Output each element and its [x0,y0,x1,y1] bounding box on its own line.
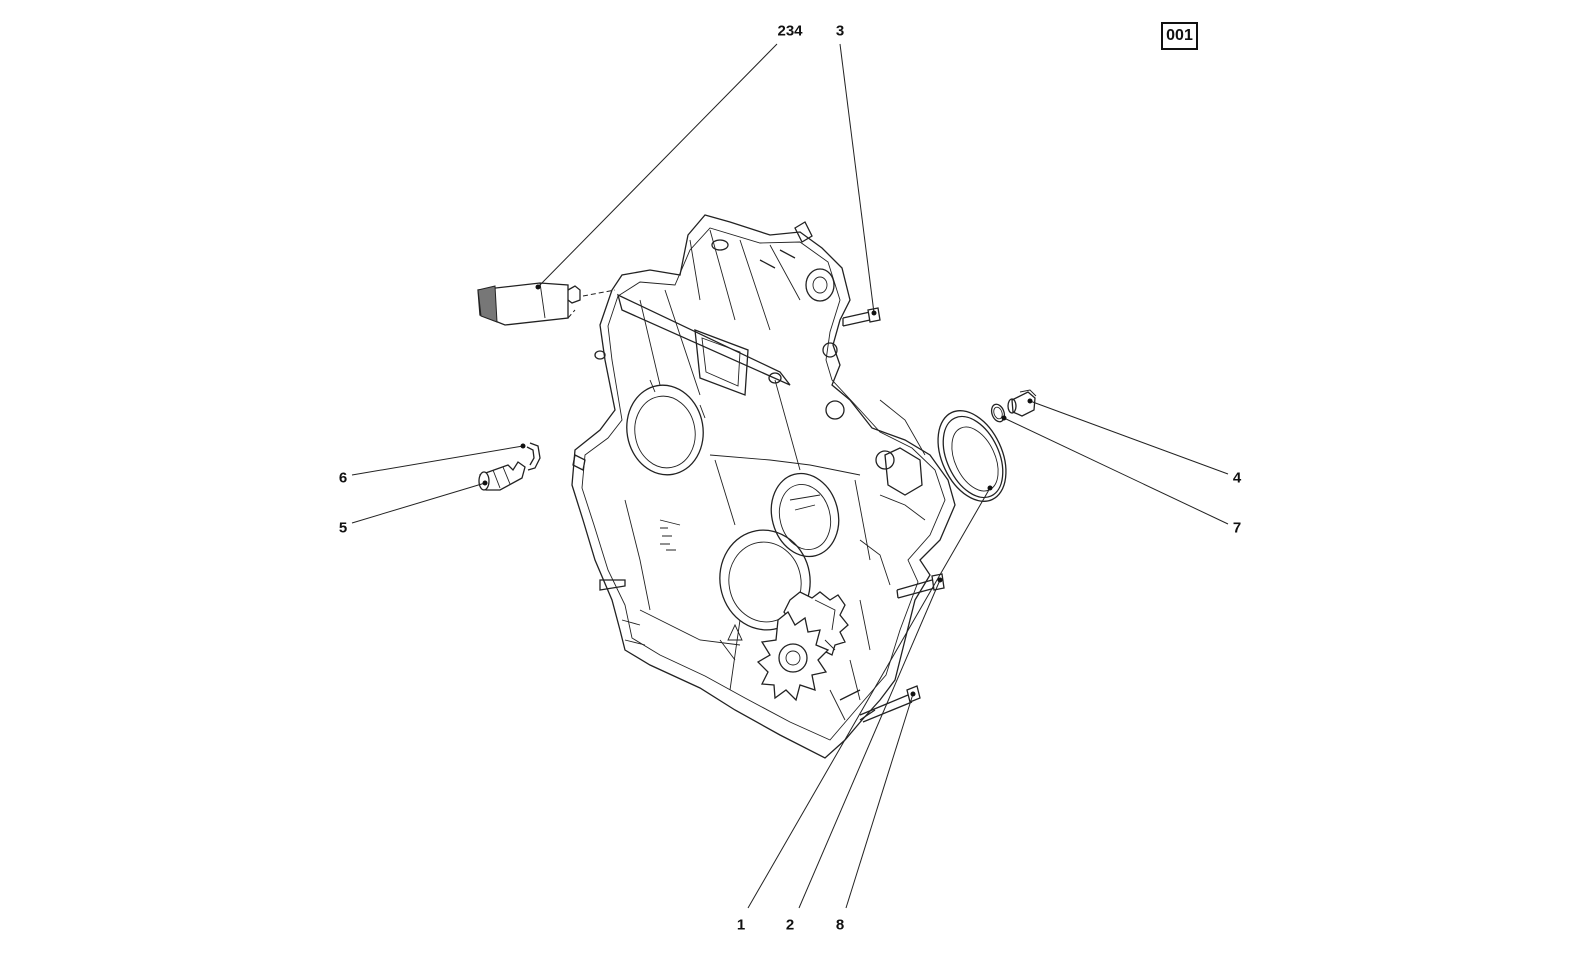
fitting-parts-5-6 [478,442,541,491]
callout-3: 3 [835,22,845,40]
plug-part-4 [1007,389,1037,417]
ring-part-7 [990,403,1006,423]
callout-5: 5 [338,519,348,537]
reference-code-box: 001 [1161,22,1198,50]
leader-lines [351,43,1229,909]
callout-8: 8 [835,916,845,934]
oil-pump-gear [756,591,849,702]
callout-6: 6 [338,469,348,487]
sensor-part-234 [477,282,616,326]
callout-1: 1 [736,916,746,934]
callout-234: 234 [777,22,803,40]
timing-cover-housing [571,214,956,759]
callout-4: 4 [1232,469,1242,487]
callout-7: 7 [1232,519,1242,537]
callout-2: 2 [785,916,795,934]
leader-endpoints [482,284,1033,697]
